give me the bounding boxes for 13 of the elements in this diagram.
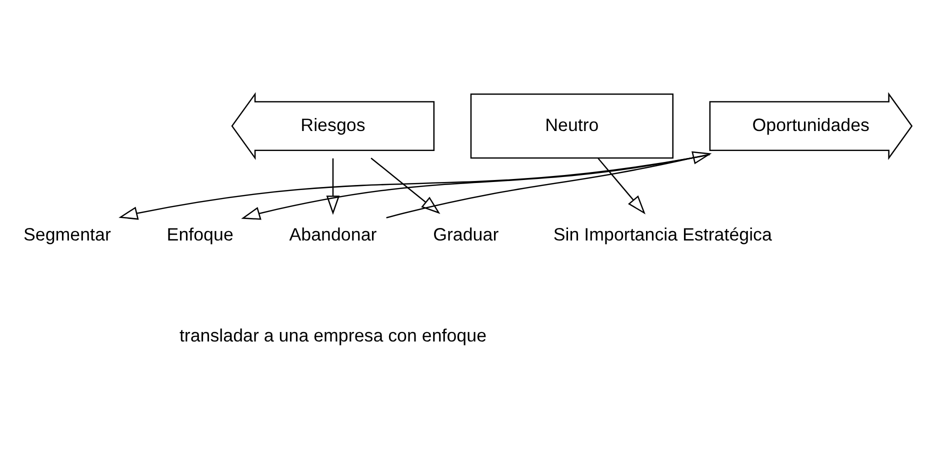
arrow [118,154,710,220]
node-text: Segmentar [22,224,110,245]
arrow [386,151,712,218]
arrow [370,158,440,214]
node-text: Sin Importancia Estratégica [552,224,772,245]
arrow [326,158,340,215]
arrow [240,154,710,220]
node-text: Graduar [432,224,498,245]
node-text: Enfoque [166,224,233,245]
arrow [597,158,645,214]
label: transladar a una empresa con enfoque [178,326,486,346]
node-box: Neutro [470,93,674,159]
node-text: Abandonar [288,224,376,245]
